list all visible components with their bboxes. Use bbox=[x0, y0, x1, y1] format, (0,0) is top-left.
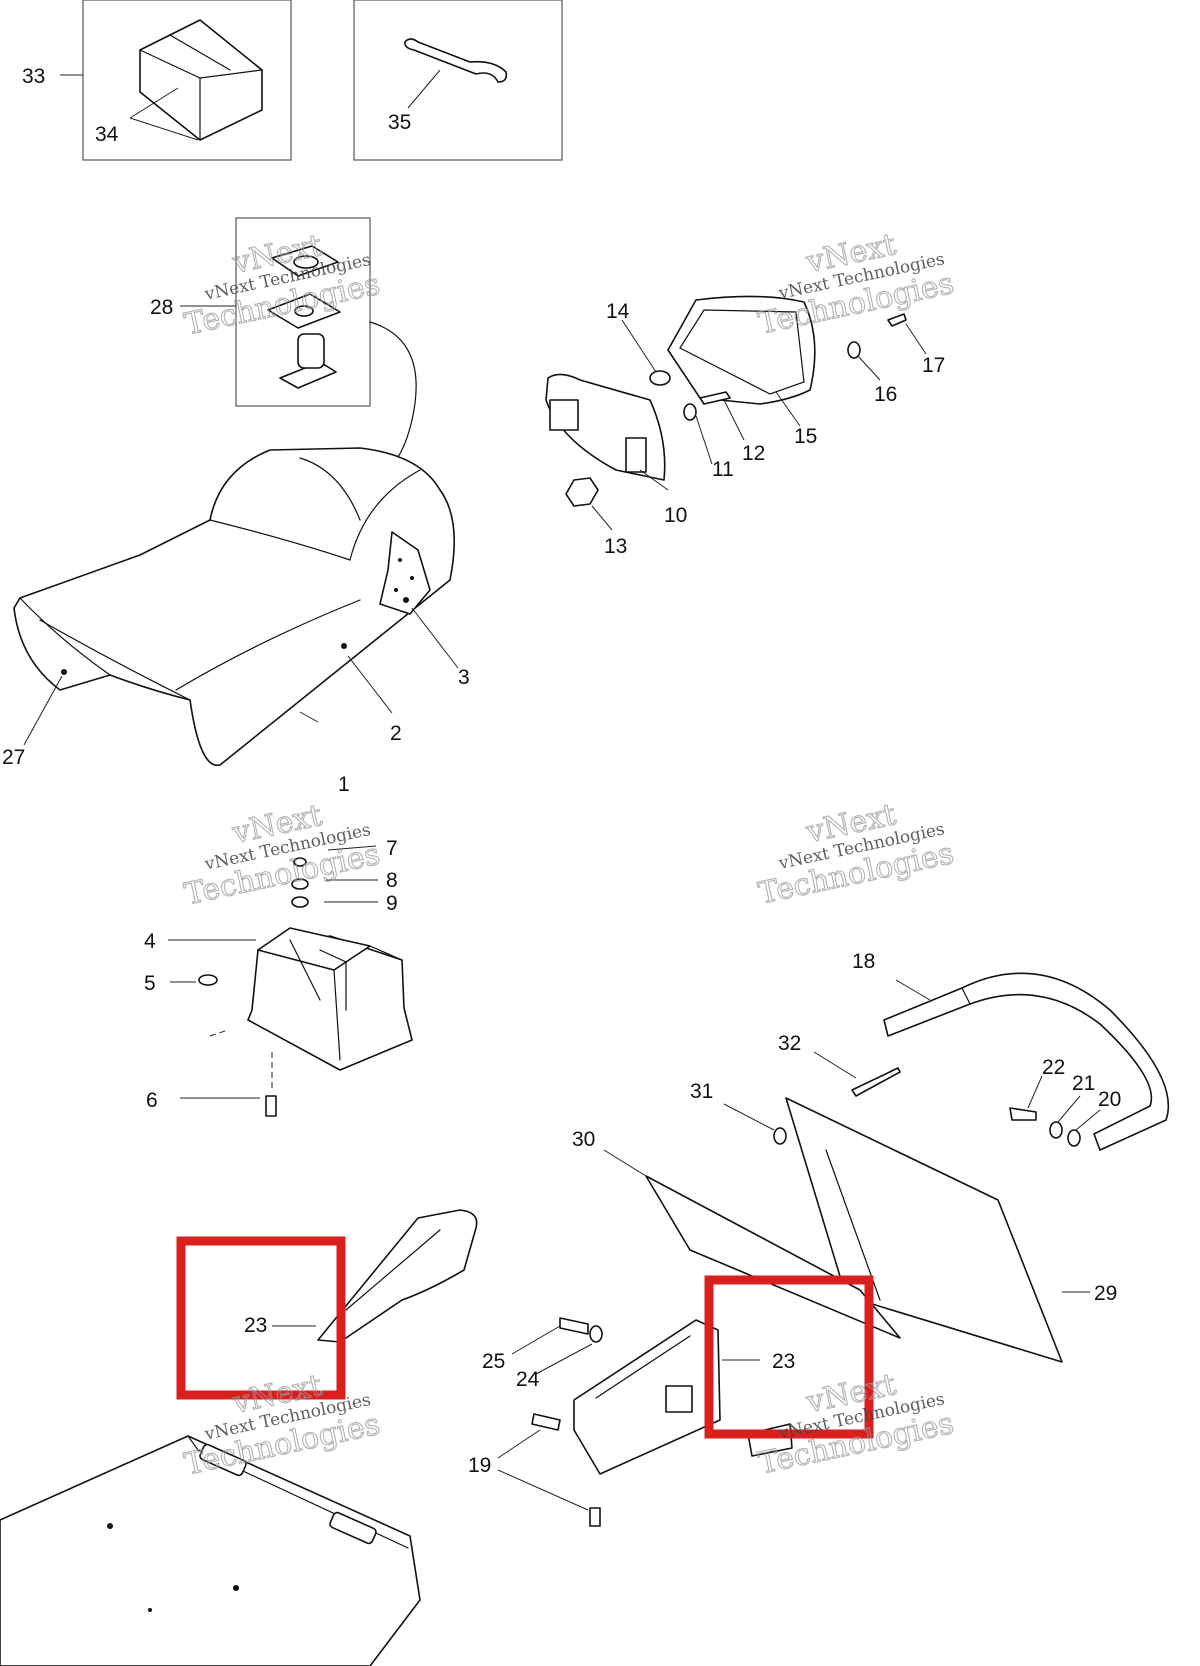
part-17-screw bbox=[887, 313, 907, 327]
watermark-1: vNext vNext Technologies Technologies bbox=[181, 228, 384, 343]
callout-18: 18 bbox=[852, 950, 875, 973]
part-34-pad bbox=[139, 19, 263, 141]
part-16-washer bbox=[847, 341, 861, 359]
part-13-nut bbox=[565, 477, 599, 507]
part-21-washer bbox=[1049, 1121, 1063, 1139]
part-6-screw bbox=[265, 1095, 277, 1117]
part-18-grab-handle bbox=[883, 972, 1170, 1151]
callout-23-right: 23 bbox=[772, 1350, 795, 1373]
callout-15: 15 bbox=[794, 425, 817, 448]
callout-28: 28 bbox=[150, 296, 173, 319]
part-9-nut bbox=[291, 896, 309, 908]
highlight-box-left bbox=[176, 1236, 346, 1400]
part-4-storage-box bbox=[247, 927, 413, 1071]
part-35-wrench bbox=[404, 38, 508, 83]
watermark-6: vNext vNext Technologies Technologies bbox=[755, 1367, 958, 1482]
inset-frame-28 bbox=[180, 217, 417, 471]
callout-10: 10 bbox=[664, 504, 687, 527]
part-7-screw bbox=[293, 857, 307, 867]
part-1-seat bbox=[13, 447, 455, 767]
callout-31: 31 bbox=[690, 1080, 713, 1103]
callout-5: 5 bbox=[144, 972, 156, 995]
watermark-3: vNext vNext Technologies Technologies bbox=[181, 798, 384, 913]
part-14-bulb bbox=[649, 370, 671, 386]
callout-29: 29 bbox=[1094, 1282, 1117, 1305]
part-tunnel bbox=[0, 1435, 421, 1666]
callout-3: 3 bbox=[458, 666, 470, 689]
watermark-4: vNext vNext Technologies Technologies bbox=[755, 797, 958, 912]
part-22-bolt bbox=[1009, 1107, 1037, 1121]
part-29-snow-flap bbox=[785, 1097, 1063, 1363]
callout-34: 34 bbox=[95, 123, 119, 146]
inset-frame-33 bbox=[60, 0, 292, 161]
part-24-washer bbox=[589, 1325, 603, 1343]
callout-27: 27 bbox=[2, 746, 25, 769]
part-5-washer bbox=[198, 974, 218, 986]
part-11-washer bbox=[683, 403, 697, 421]
watermark-2: vNext vNext Technologies Technologies bbox=[755, 227, 958, 342]
callout-19: 19 bbox=[468, 1454, 491, 1477]
callout-17: 17 bbox=[922, 354, 945, 377]
part-20-nut bbox=[1067, 1129, 1081, 1147]
callout-24: 24 bbox=[516, 1368, 540, 1391]
callout-33: 33 bbox=[22, 65, 45, 88]
part-15-tail-lens bbox=[667, 295, 816, 405]
callout-7: 7 bbox=[386, 837, 398, 860]
callout-2: 2 bbox=[390, 722, 402, 745]
callout-8: 8 bbox=[386, 869, 398, 892]
callout-25: 25 bbox=[482, 1350, 505, 1373]
part-8-washer bbox=[291, 878, 309, 890]
highlight-box-right bbox=[704, 1275, 874, 1439]
callout-22: 22 bbox=[1042, 1056, 1065, 1079]
callout-23-left: 23 bbox=[244, 1314, 267, 1337]
callout-13: 13 bbox=[604, 535, 627, 558]
callout-1: 1 bbox=[338, 773, 350, 796]
part-19-screw bbox=[531, 1413, 601, 1527]
callout-32: 32 bbox=[778, 1032, 801, 1055]
callout-35: 35 bbox=[388, 111, 411, 134]
callout-11: 11 bbox=[712, 458, 734, 481]
part-31-washer bbox=[773, 1127, 787, 1145]
callout-9: 9 bbox=[386, 892, 398, 915]
part-12-screw bbox=[699, 391, 731, 405]
callout-14: 14 bbox=[606, 300, 630, 323]
part-10-tail-housing bbox=[545, 373, 666, 481]
callout-16: 16 bbox=[874, 383, 897, 406]
callout-6: 6 bbox=[146, 1089, 158, 1112]
callout-4: 4 bbox=[144, 930, 156, 953]
watermark-5: vNext vNext Technologies Technologies bbox=[181, 1368, 384, 1483]
part-28-latch bbox=[267, 245, 341, 389]
callout-21: 21 bbox=[1072, 1072, 1095, 1095]
inset-frame-35 bbox=[353, 0, 563, 161]
callout-20: 20 bbox=[1098, 1088, 1121, 1111]
callout-30: 30 bbox=[572, 1128, 595, 1151]
part-25-bolt bbox=[559, 1317, 589, 1335]
part-23-bracket-left bbox=[317, 1209, 478, 1343]
callout-12: 12 bbox=[742, 442, 765, 465]
part-30-flap-plate bbox=[645, 1175, 901, 1339]
part-32-rivet bbox=[851, 1067, 901, 1097]
